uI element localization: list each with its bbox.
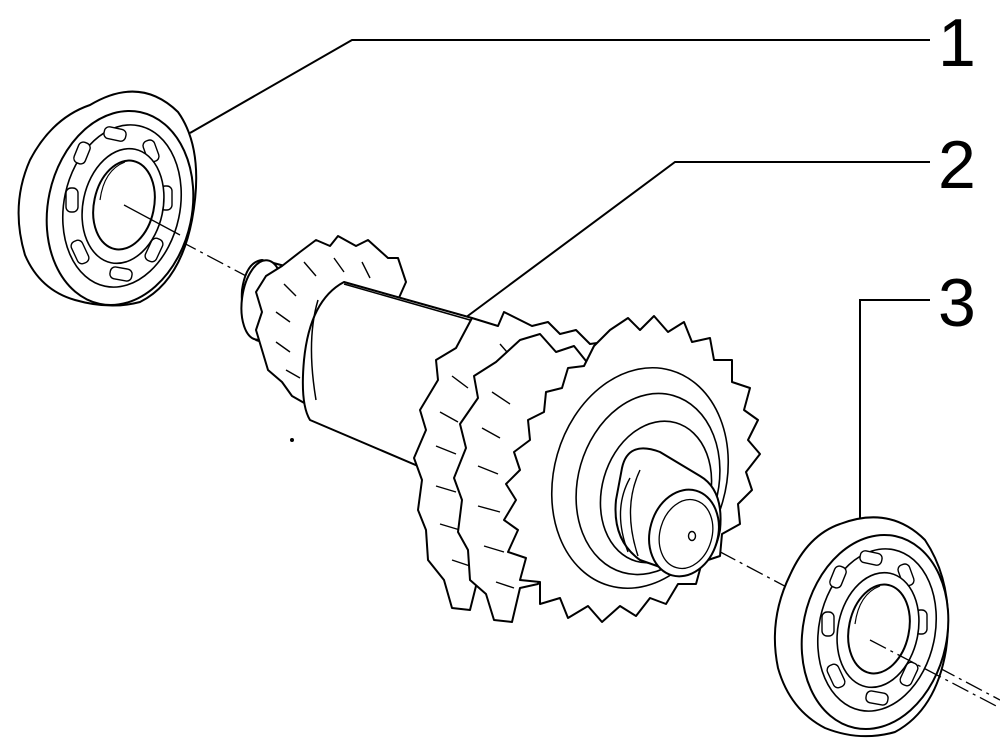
bearing-1-bore-shade	[99, 161, 126, 201]
axis-right	[691, 536, 1000, 701]
leader-line-2	[464, 161, 930, 319]
leader-line-1	[189, 39, 930, 134]
axis-through-bearing-3	[869, 639, 1000, 709]
shaft-right-end-chamfer	[658, 498, 714, 570]
bearing-3-bore	[847, 583, 911, 675]
cluster-gear-middle-teeth	[477, 391, 515, 589]
callout-number-1: 1	[938, 5, 976, 81]
bearing-1-rollers	[65, 126, 173, 282]
shaft-right-groove-2	[629, 469, 641, 557]
bearing-3	[773, 516, 950, 738]
shaft-edge-top	[343, 283, 471, 321]
callout-number-2: 2	[938, 127, 976, 203]
shaft-right-groove	[619, 477, 631, 553]
cluster-gear-back-teeth	[435, 343, 547, 567]
speck	[290, 438, 294, 442]
axis-through-bearing-1	[123, 204, 181, 236]
bearing-1	[17, 90, 198, 307]
shaft-edge-left	[310, 299, 319, 401]
bearing-3-bore-shade	[854, 585, 881, 625]
leader-line-3	[859, 299, 930, 525]
gear-shaft-assembly	[240, 235, 761, 623]
callout-leaders	[189, 39, 930, 525]
callout-number-3: 3	[938, 265, 976, 341]
center-hole	[687, 530, 697, 542]
